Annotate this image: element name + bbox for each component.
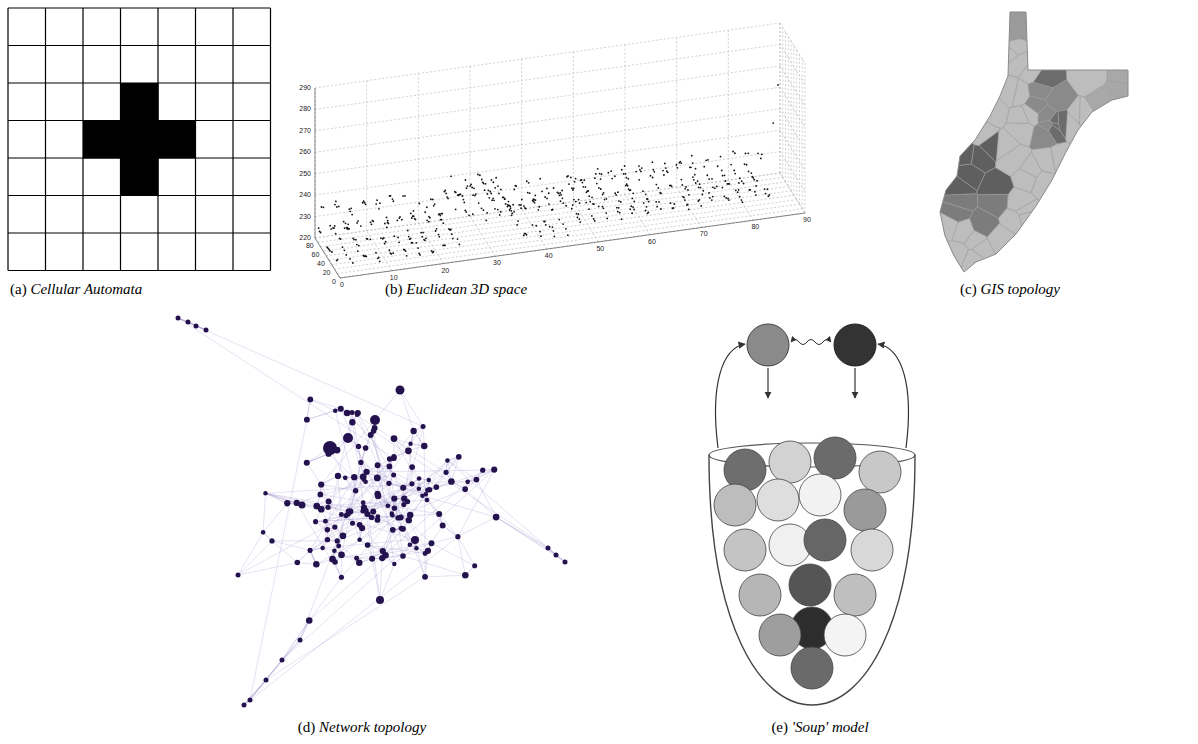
axis-tick: 10 bbox=[390, 274, 398, 282]
axis-tick: 0 bbox=[332, 278, 336, 286]
axis-tick: 50 bbox=[596, 245, 604, 253]
axis-tick: 250 bbox=[299, 170, 311, 178]
caption-letter: (b) bbox=[385, 281, 406, 297]
axis-tick: 20 bbox=[441, 267, 449, 275]
network-graph bbox=[176, 316, 568, 708]
scatter-3d bbox=[315, 23, 805, 278]
axis-tick: 80 bbox=[751, 223, 759, 231]
axis-tick: 60 bbox=[648, 238, 656, 246]
axis-tick: 280 bbox=[299, 105, 311, 113]
axis-tick: 40 bbox=[317, 260, 325, 268]
axis-tick: 220 bbox=[299, 234, 311, 242]
caption: (d) Network topology bbox=[298, 718, 426, 736]
caption-letter: (d) bbox=[298, 719, 319, 735]
caption: (c) GIS topology bbox=[960, 280, 1060, 298]
axis-tick: 230 bbox=[299, 213, 311, 221]
caption-name: GIS topology bbox=[980, 281, 1060, 297]
axis-tick: 270 bbox=[299, 127, 311, 135]
caption-name: Cellular Automata bbox=[30, 281, 142, 297]
caption-name: Network topology bbox=[319, 719, 426, 735]
cellular-grid bbox=[8, 8, 271, 271]
caption-name: Euclidean 3D space bbox=[406, 281, 527, 297]
axis-tick: 290 bbox=[299, 84, 311, 92]
axis-tick: 70 bbox=[700, 230, 708, 238]
caption: (e) 'Soup' model bbox=[771, 718, 868, 736]
gis-map bbox=[930, 0, 1140, 280]
axis-tick: 260 bbox=[299, 148, 311, 156]
caption: (a) Cellular Automata bbox=[10, 280, 142, 298]
caption-letter: (a) bbox=[10, 281, 30, 297]
caption-letter: (c) bbox=[960, 281, 980, 297]
axis-tick: 60 bbox=[312, 251, 320, 259]
axis-tick: 0 bbox=[340, 281, 344, 289]
axis-tick: 30 bbox=[493, 259, 501, 267]
axis-tick: 20 bbox=[323, 269, 331, 277]
caption: (b) Euclidean 3D space bbox=[385, 280, 527, 298]
soup-bowl bbox=[709, 324, 915, 705]
axis-tick: 80 bbox=[306, 242, 314, 250]
axis-tick: 40 bbox=[545, 252, 553, 260]
axis-tick: 240 bbox=[299, 191, 311, 199]
axis-tick: 90 bbox=[803, 216, 811, 224]
caption-letter: (e) bbox=[771, 719, 791, 735]
caption-name: 'Soup' model bbox=[792, 719, 869, 735]
